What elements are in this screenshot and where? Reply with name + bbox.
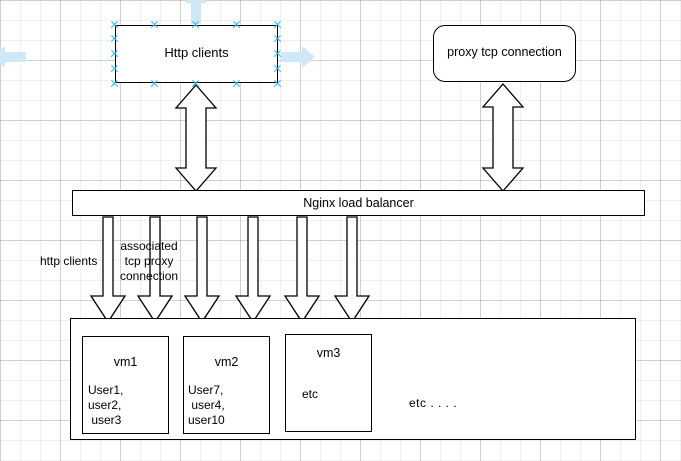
node-proxy-tcp-connection-label: proxy tcp connection [447, 45, 562, 59]
node-vm1[interactable]: vm1 User1, user2, user3 [82, 336, 169, 434]
node-vm2-label: vm2 [214, 355, 239, 369]
label-etc-more[interactable]: etc . . . . [409, 396, 458, 410]
direction-arrow-left-icon[interactable] [0, 44, 26, 70]
down-arrow-6 [333, 216, 371, 324]
label-http-clients-edge[interactable]: http clients [40, 254, 98, 268]
node-nginx-load-balancer-label: Nginx load balancer [303, 196, 414, 210]
connector-http-clients-to-nginx[interactable] [174, 84, 218, 192]
direction-arrow-up-icon[interactable] [180, 0, 212, 24]
node-vm1-label: vm1 [113, 355, 138, 369]
node-proxy-tcp-connection[interactable]: proxy tcp connection [433, 25, 576, 82]
down-arrow-3 [183, 216, 221, 324]
direction-arrow-right-icon[interactable] [281, 44, 315, 70]
node-vm2-users: User7, user4, user10 [188, 383, 225, 427]
node-vm3-body: etc [302, 387, 319, 401]
label-tcp-proxy-edge[interactable]: associated tcp proxy connection [120, 239, 179, 283]
node-vm1-users: User1, user2, user3 [88, 383, 124, 427]
node-vm3-label: vm3 [316, 346, 341, 360]
node-vm2[interactable]: vm2 User7, user4, user10 [183, 336, 270, 434]
connector-proxy-tcp-to-nginx[interactable] [481, 83, 525, 192]
node-vm3[interactable]: vm3 etc [285, 334, 372, 432]
node-http-clients-label: Http clients [164, 45, 229, 60]
node-nginx-load-balancer[interactable]: Nginx load balancer [72, 190, 645, 216]
down-arrow-5 [283, 216, 321, 324]
node-http-clients[interactable]: Http clients [115, 25, 278, 83]
down-arrow-4 [234, 216, 272, 324]
